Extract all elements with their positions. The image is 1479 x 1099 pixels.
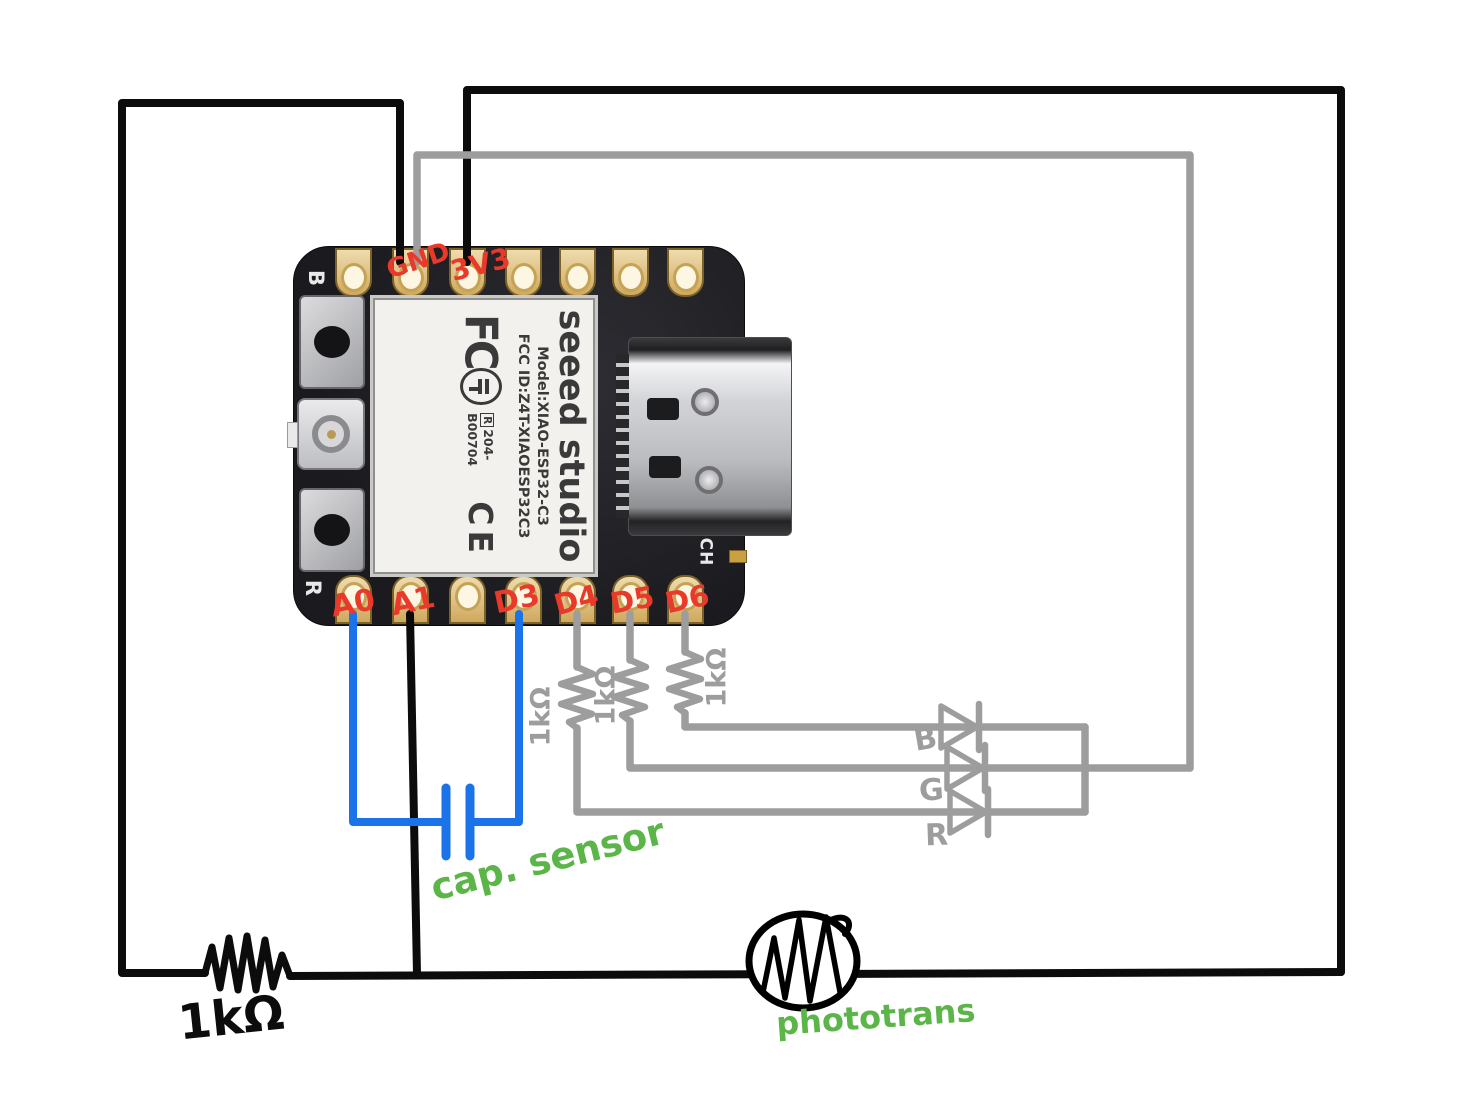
button-actuator: [314, 514, 350, 546]
pin-top-1: [335, 248, 372, 297]
usb-weld-dot: [691, 388, 719, 416]
capacitive-sensor-label: cap. sensor: [426, 809, 670, 910]
resistor-d5-label: 1kΩ: [590, 665, 622, 726]
resistor-d6-label: 1kΩ: [701, 647, 733, 708]
module-print: seeed studio Model:XIAO-ESP32-C3 FCC ID:…: [373, 298, 595, 574]
usb-weld-dot: [695, 466, 723, 494]
silk-label-ch: CH: [695, 537, 716, 567]
phototransistor-label: phototrans: [774, 991, 977, 1043]
resistor-icon: [201, 932, 294, 994]
pin-hole: [672, 263, 699, 292]
esp32c3-module: seeed studio Model:XIAO-ESP32-C3 FCC ID:…: [370, 295, 598, 577]
usb-detail-slot: [649, 456, 681, 478]
cert-number: R204-B00704: [465, 413, 497, 467]
fcc-logo: FC: [455, 314, 507, 368]
boot-button: [299, 295, 365, 389]
giteki-mark-icon: [459, 367, 502, 406]
pin-top-5: [559, 248, 596, 297]
pin-hole: [617, 263, 644, 292]
silk-label-r: R: [301, 579, 326, 597]
resistor-d4-icon: [557, 663, 597, 732]
wire-d5-to-led-g: [626, 717, 1194, 772]
usb-detail-slot: [647, 398, 679, 420]
usb-c-connector: [616, 337, 792, 536]
usb-solder-pins: [616, 354, 629, 518]
led-r-label: R: [924, 817, 949, 854]
pin-hole: [340, 263, 367, 292]
silk-label-b: B: [304, 269, 329, 287]
cert-r-box: R: [480, 413, 495, 428]
pin-hole: [454, 582, 481, 611]
resistor-d4-label: 1kΩ: [525, 686, 557, 747]
wire-cap-to-d3: [470, 610, 523, 826]
ce-mark: CE: [461, 501, 501, 558]
model-text: Model:XIAO-ESP32-C3: [534, 346, 550, 526]
wire-a1-drop: [406, 610, 421, 978]
antenna-ufl-connector: [297, 398, 365, 470]
led-b-diode-icon: [938, 703, 980, 751]
resistor-d6-icon: [665, 648, 705, 717]
pin-hole: [510, 263, 537, 292]
pin-top-6: [612, 248, 649, 297]
xiao-esp32c3-board: B R CH seeed studio Model:XIAO-ESP32-C3 …: [287, 246, 792, 626]
pulldown-resistor-label: 1kΩ: [175, 984, 287, 1052]
antenna-side-tab: [287, 422, 298, 448]
pin-top-7: [667, 248, 704, 297]
ufl-ring: [312, 415, 350, 453]
phototransistor-icon: [745, 910, 861, 1012]
led-b-label: B: [911, 720, 940, 759]
reset-button: [299, 488, 365, 572]
capacitor-icon: [441, 783, 475, 861]
fcc-id-text: FCC ID:Z4T-XIAOESP32C3: [515, 333, 532, 539]
led-r-diode-icon: [947, 788, 989, 836]
wire-d6-to-led-b: [681, 709, 1089, 731]
wire-d4-to-led-r: [573, 724, 1089, 816]
button-actuator: [314, 326, 350, 358]
ufl-center-pin: [326, 429, 336, 439]
led-g-label: G: [917, 772, 945, 809]
charge-led-chip: [729, 550, 747, 563]
brand-text: seeed studio: [551, 309, 591, 563]
pin-bottom-3: [449, 575, 486, 624]
wire-a0-to-cap: [349, 610, 445, 826]
pin-hole: [564, 263, 591, 292]
led-g-diode-icon: [944, 744, 986, 792]
wire-bottom-rail: [286, 968, 1345, 980]
